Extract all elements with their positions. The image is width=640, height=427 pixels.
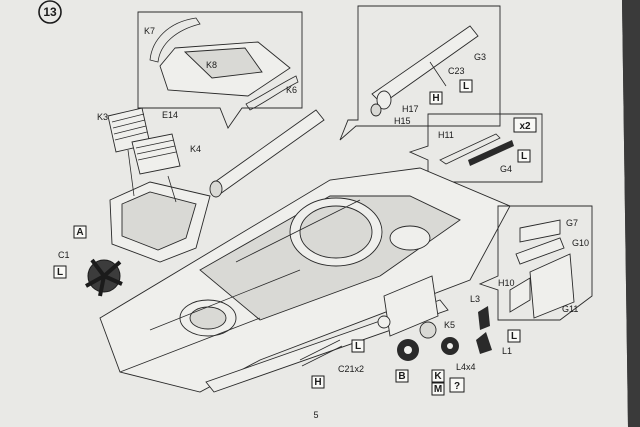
label-g4: G4: [500, 164, 512, 174]
tag-l-bottom: [351, 339, 365, 353]
handle-k6: [245, 75, 299, 111]
hatch-ring: [389, 225, 431, 251]
tag-h-top: [429, 91, 443, 105]
label-g11: G11: [562, 304, 578, 314]
part-l1: [476, 332, 492, 354]
label-k8: K8: [206, 60, 217, 70]
stowage-figure: [377, 315, 391, 329]
inset-exhaust-frame: [339, 5, 501, 141]
turret-ring-inner: [299, 205, 373, 259]
label-a: A: [76, 227, 83, 238]
label-g10: G10: [572, 238, 589, 248]
label-l-x2: L: [521, 151, 527, 162]
part-h17: [376, 90, 392, 110]
tag-l-x2: [517, 149, 531, 163]
grille-k3-slats: [111, 113, 148, 141]
label-c1: C1: [58, 250, 70, 260]
tag-a: [73, 225, 87, 239]
tag-question: [449, 377, 465, 393]
inset-rear-frame: [478, 205, 593, 321]
inset-exhaust: G3 C23 H17 H15 H L: [339, 5, 501, 141]
grille-k4: [131, 133, 181, 175]
part-c21: [299, 339, 343, 367]
part-g11: [529, 253, 575, 319]
inset-x2: x2 H11 G4 L: [408, 113, 543, 183]
tag-b: [395, 369, 409, 383]
road-wheel-2-hub: [447, 343, 453, 349]
part-l3: [478, 306, 490, 330]
part-g4: [468, 140, 514, 166]
handle-k7: [149, 17, 201, 63]
tag-h-bottom: [311, 375, 325, 389]
label-k: K: [434, 371, 442, 382]
grilles-group: K3 E14 K4: [97, 107, 201, 175]
part-h15: [370, 103, 382, 117]
label-l-bottom: L: [355, 341, 361, 352]
exhaust-end: [209, 180, 223, 198]
label-m: M: [434, 384, 442, 395]
tag-x2: [513, 117, 537, 133]
assembly-arrows: [127, 149, 177, 203]
label-e14: E14: [162, 110, 178, 120]
exhaust-pipe: [209, 109, 325, 198]
part-g10: [515, 237, 565, 265]
label-h-top: H: [432, 93, 439, 104]
label-c21x2: C21x2: [338, 364, 364, 374]
tag-l-right: [507, 329, 521, 343]
label-question: ?: [454, 381, 460, 392]
stowage-and-wheels: K5 B L4x4 K M ?: [377, 275, 476, 396]
background-edge: [622, 0, 640, 427]
label-l3: L3: [470, 294, 480, 304]
label-k3: K3: [97, 112, 108, 122]
part-c23: [429, 61, 447, 87]
label-g7: G7: [566, 218, 578, 228]
part-a-group: A C1 L: [53, 225, 123, 297]
part-g7: [519, 219, 561, 243]
part-h11: [439, 133, 501, 165]
hull-opening-inner: [189, 306, 227, 330]
step-number: 13: [43, 5, 57, 19]
label-l1: L1: [502, 346, 512, 356]
part-k5: [419, 321, 437, 339]
label-l-right: L: [511, 331, 517, 342]
part-h10: [509, 277, 531, 313]
hatch-panel: [183, 47, 263, 79]
inset-rear-plates: G7 G10 H10 G11: [478, 205, 593, 321]
label-k6: K6: [286, 85, 297, 95]
label-k7: K7: [144, 26, 155, 36]
road-wheel-1-hub: [404, 346, 412, 354]
label-b: B: [398, 371, 405, 382]
label-g3: G3: [474, 52, 486, 62]
label-l4x4: L4x4: [456, 362, 476, 372]
tag-m: [431, 382, 445, 396]
label-h10: H10: [498, 278, 515, 288]
label-h17: H17: [402, 104, 419, 114]
part-l-group: L3 L L1: [470, 294, 521, 356]
label-l-left: L: [57, 267, 63, 278]
tag-k: [431, 369, 445, 383]
label-c23: C23: [448, 66, 465, 76]
label-k4: K4: [190, 144, 201, 154]
tag-l-top: [459, 79, 473, 93]
label-x2: x2: [519, 121, 531, 132]
part-c21-group: L C21x2 H: [299, 339, 365, 389]
engine-deck-top: [121, 191, 197, 251]
label-l-top: L: [463, 81, 469, 92]
inset-hatch-handles: K7 K8 K6: [137, 11, 303, 129]
hull-panel-lines: [119, 199, 361, 373]
label-h-bottom: H: [314, 377, 321, 388]
inset-frame: [137, 11, 303, 129]
step-number-circle: [38, 0, 62, 24]
label-h11: H11: [438, 130, 454, 140]
step-number-badge: 13: [38, 0, 62, 24]
page-number: 5: [313, 410, 318, 420]
label-h15: H15: [394, 116, 411, 126]
tag-l-left: [53, 265, 67, 279]
grille-k4-slats: [135, 139, 177, 161]
fan-blades: [85, 258, 123, 297]
engine-deck: [109, 149, 211, 263]
label-k5: K5: [444, 320, 455, 330]
